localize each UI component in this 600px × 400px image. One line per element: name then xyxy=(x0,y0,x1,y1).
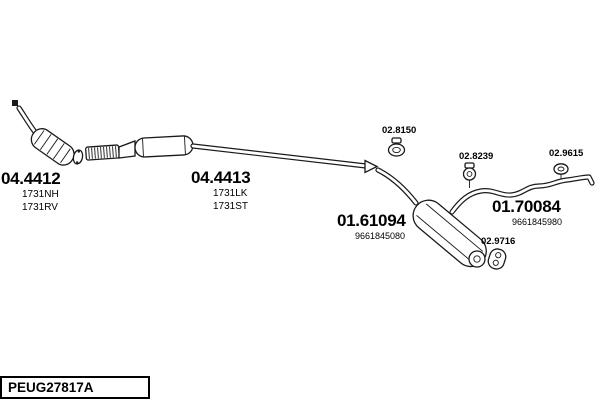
clamp-02-8239-icon xyxy=(462,162,477,188)
rear-muffler-drawing xyxy=(412,199,487,268)
rear-inlet-pipe-drawing xyxy=(375,167,419,206)
part-variant-code: 1731ST xyxy=(213,200,249,212)
clamp-02-8150-icon xyxy=(387,137,406,157)
hanger-02-9716-icon xyxy=(487,248,507,270)
part-number: 01.70084 xyxy=(492,197,561,216)
intermediate-pipe-drawing xyxy=(190,143,379,174)
diagram-code-box: PEUG27817A xyxy=(0,376,150,399)
part-number: 04.4412 xyxy=(1,169,61,188)
part-label-front-catalyst: 04.4412 1731NH 1731RV xyxy=(1,169,61,214)
oe-number: 9661845980 xyxy=(512,217,563,227)
diagram-code: PEUG27817A xyxy=(8,380,94,395)
part-label-tailpipe: 01.70084 9661845980 xyxy=(492,197,562,228)
part-number: 04.4413 xyxy=(191,168,251,187)
oe-number: 9661845080 xyxy=(355,231,406,241)
part-label-rear-muffler: 01.61094 9661845080 xyxy=(337,211,406,242)
part-variant-code: 1731LK xyxy=(213,188,248,199)
mount-point-icon xyxy=(12,100,18,106)
front-catalyst-drawing xyxy=(12,100,84,166)
part-number: 01.61094 xyxy=(337,211,406,230)
pipe-joint-flare xyxy=(364,159,379,174)
tailpipe-drawing xyxy=(449,174,595,215)
part-variant-code: 1731NH xyxy=(22,189,59,200)
part-label-hanger-9716: 02.9716 xyxy=(481,236,516,247)
part-label-clamp-9615: 02.9615 xyxy=(549,148,584,159)
clamp-02-9615-icon xyxy=(553,163,569,179)
part-variant-code: 1731RV xyxy=(22,201,58,213)
inlet-cone-drawing xyxy=(118,140,136,159)
part-label-clamp-8239: 02.8239 xyxy=(459,151,494,162)
flex-pipe-drawing xyxy=(85,144,120,161)
centre-resonator-drawing xyxy=(134,135,194,158)
part-label-centre-section: 04.4413 1731LK 1731ST xyxy=(191,168,251,213)
part-label-clamp-8150: 02.8150 xyxy=(382,125,417,136)
